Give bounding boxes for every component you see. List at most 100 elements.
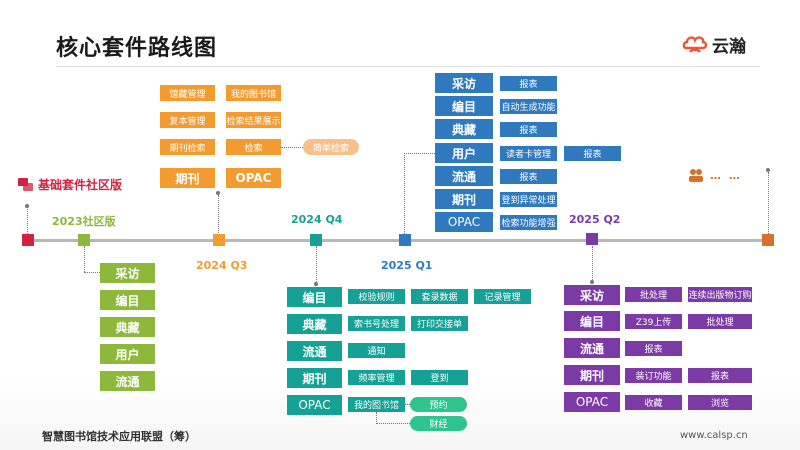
chat-bubbles-icon: [18, 177, 33, 191]
logo-text: 云瀚: [712, 37, 746, 57]
module-opac-2024q4[interactable]: OPAC: [287, 395, 342, 415]
module-qikan-2024q3[interactable]: 期刊: [160, 168, 215, 188]
header-divider: [56, 66, 760, 67]
feature-box[interactable]: 自动生成功能: [500, 99, 557, 114]
connector-line: [768, 172, 769, 234]
page-title: 核心套件路线图: [56, 36, 218, 61]
module-qikan-2025q1[interactable]: 期刊: [435, 189, 493, 209]
module-qikan-2024q4[interactable]: 期刊: [287, 368, 342, 388]
connector-line: [27, 206, 28, 236]
milestone-label-2025q2: 2025 Q2: [569, 213, 621, 226]
feature-box[interactable]: 记录管理: [474, 289, 531, 304]
connector-line: [376, 412, 377, 424]
cloud-logo-icon: [682, 35, 708, 53]
module-diancang-2024q4[interactable]: 典藏: [287, 314, 342, 334]
feature-box[interactable]: 检索功能增强: [500, 215, 557, 230]
module-yonghu-2025q1[interactable]: 用户: [435, 143, 493, 163]
feature-box[interactable]: 复本管理: [160, 112, 215, 128]
feature-box[interactable]: 批处理: [625, 287, 682, 302]
feature-box[interactable]: 馆藏管理: [160, 85, 215, 101]
logo: 云瀚: [682, 32, 746, 57]
module-caifang-2025q2[interactable]: 采访: [564, 285, 620, 305]
connector-line: [376, 404, 410, 405]
feature-box[interactable]: 读者卡管理: [500, 146, 557, 161]
timeline-node-future[interactable]: [762, 234, 774, 246]
module-bianmu-2024q4[interactable]: 编目: [287, 287, 342, 307]
connector-line: [404, 153, 435, 154]
timeline-node-2024q3[interactable]: [213, 234, 225, 246]
feature-pill[interactable]: 预约: [410, 397, 467, 412]
feature-box[interactable]: 连续出版物订购: [688, 287, 752, 302]
feature-box[interactable]: 登到: [411, 370, 468, 385]
feature-box[interactable]: 索书号处理: [348, 316, 405, 331]
module-liutong-2025q2[interactable]: 流通: [564, 338, 620, 358]
timeline-node-2023[interactable]: [78, 234, 90, 246]
feature-box[interactable]: 校验规则: [348, 289, 405, 304]
module-bianmu-2023[interactable]: 编目: [100, 290, 155, 310]
feature-pill[interactable]: 财经: [410, 416, 467, 431]
connector-dot: [766, 168, 770, 172]
module-opac-2024q3[interactable]: OPAC: [226, 168, 281, 188]
connector-line: [376, 423, 410, 424]
connector-line: [84, 272, 100, 273]
module-diancang-2023[interactable]: 典藏: [100, 317, 155, 337]
feature-box[interactable]: 报表: [688, 368, 752, 383]
feature-box[interactable]: 收藏: [625, 395, 682, 410]
feature-pill[interactable]: 简单检索: [303, 139, 359, 155]
feature-box[interactable]: 通知: [348, 343, 405, 358]
module-diancang-2025q1[interactable]: 典藏: [435, 119, 493, 139]
connector-line: [404, 153, 405, 234]
connector-dot: [216, 191, 220, 195]
timeline-node-2024q4[interactable]: [310, 234, 322, 246]
future-indicator: … …: [688, 168, 742, 182]
module-opac-2025q1[interactable]: OPAC: [435, 212, 493, 232]
module-liutong-2023[interactable]: 流通: [100, 371, 155, 391]
connector-line: [281, 147, 303, 148]
feature-box[interactable]: 检索结果展示: [226, 112, 281, 128]
milestone-label-2025q1: 2025 Q1: [381, 259, 433, 272]
milestone-label-2024q4: 2024 Q4: [291, 213, 343, 226]
footer-organization: 智慧图书馆技术应用联盟（筹）: [42, 430, 196, 443]
connector-line: [84, 246, 85, 272]
module-caifang-2023[interactable]: 采访: [100, 263, 155, 283]
module-opac-2025q2[interactable]: OPAC: [564, 392, 620, 412]
feature-box[interactable]: 报表: [500, 122, 557, 137]
future-label: … …: [710, 168, 742, 182]
connector-line: [218, 195, 219, 233]
connector-dot: [590, 280, 594, 284]
feature-box[interactable]: 报表: [500, 76, 557, 91]
footer-band: [0, 380, 800, 450]
module-yonghu-2023[interactable]: 用户: [100, 344, 155, 364]
feature-box[interactable]: 浏览: [688, 395, 752, 410]
feature-box[interactable]: Z39上传: [625, 314, 682, 329]
timeline-node-2025q2[interactable]: [586, 233, 598, 245]
feature-box[interactable]: 报表: [564, 146, 621, 161]
feature-box[interactable]: 报表: [625, 341, 682, 356]
community-label: 基础套件社区版: [18, 176, 122, 193]
module-bianmu-2025q1[interactable]: 编目: [435, 96, 493, 116]
feature-box[interactable]: 报表: [500, 169, 557, 184]
module-liutong-2025q1[interactable]: 流通: [435, 166, 493, 186]
footer-website[interactable]: www.calsp.cn: [680, 430, 748, 441]
feature-box[interactable]: 套录数据: [411, 289, 468, 304]
users-icon: [689, 169, 703, 182]
feature-box[interactable]: 期刊检索: [160, 139, 215, 155]
connector-line: [316, 246, 317, 282]
connector-line: [592, 246, 593, 280]
community-label-text: 基础套件社区版: [38, 178, 123, 192]
module-bianmu-2025q2[interactable]: 编目: [564, 311, 620, 331]
feature-box[interactable]: 登到异常处理: [500, 192, 557, 207]
feature-box[interactable]: 频率管理: [348, 370, 405, 385]
module-caifang-2025q1[interactable]: 采访: [435, 73, 493, 93]
timeline-node-start[interactable]: [22, 234, 34, 246]
feature-box[interactable]: 检索: [226, 139, 281, 155]
feature-box[interactable]: 打印交接单: [411, 316, 468, 331]
feature-box[interactable]: 批处理: [688, 314, 752, 329]
module-liutong-2024q4[interactable]: 流通: [287, 341, 342, 361]
timeline-node-2025q1[interactable]: [399, 234, 411, 246]
feature-box[interactable]: 装订功能: [625, 368, 682, 383]
feature-box[interactable]: 我的图书馆: [226, 85, 281, 101]
connector-dot: [314, 282, 318, 286]
milestone-label-2023: 2023社区版: [52, 215, 116, 228]
module-qikan-2025q2[interactable]: 期刊: [564, 365, 620, 385]
